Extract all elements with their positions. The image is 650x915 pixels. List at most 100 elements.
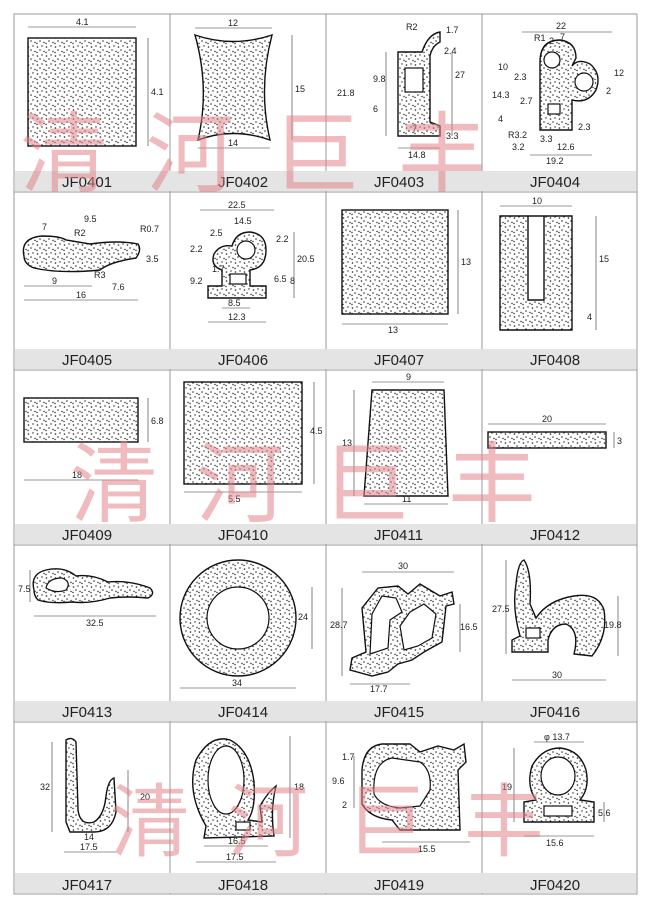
profile-jf0407: 13 13 JF0407 [341,209,471,369]
dim-label: 16.5 [460,622,478,632]
dim-label: 12.3 [228,312,246,322]
dim-label: 14.3 [492,90,510,100]
dim-label: 9 [406,372,411,382]
dim-label: 16 [76,290,86,300]
dim-label: 32.5 [86,618,104,628]
dim-label: 18 [72,470,82,480]
dim-label: 22 [556,21,566,31]
dim-label: 17.5 [80,842,98,852]
dim-label: 1.7 [212,264,225,274]
dim-label: 20 [542,414,552,424]
profile-jf0413: 7.5 32.5 JF0413 [18,568,156,721]
dim-label: 13 [342,438,352,448]
dim-label: 10 [532,196,542,206]
dim-label: 3 [617,436,622,446]
dim-label: 4.1 [151,87,164,97]
dim-label: 19.2 [546,156,564,166]
dim-label: 12 [228,18,238,28]
watermark-text: 清河巨丰 [20,103,524,206]
dim-label: 11 [402,494,411,504]
dim-label: 9.5 [84,214,97,224]
profile-jf0410: 4.5 5.5 JF0410 [183,381,323,544]
part-code: JF0408 [530,352,580,369]
dim-label: 27.5 [492,604,510,614]
dim-label: 24 [298,612,308,622]
part-code: JF0407 [374,352,424,369]
dim-label: 17.7 [370,684,388,694]
dim-label: 22.5 [228,200,246,210]
dim-label: 3.2 [512,142,525,152]
dim-label: φ 13.7 [544,732,570,742]
dim-label: 3.5 [146,254,159,264]
profile-jf0411: 9 13 11 JF0411 [342,372,449,544]
part-code: JF0411 [374,527,423,544]
dim-label: 6.8 [151,416,164,426]
dim-label: 7.5 [18,584,31,594]
dim-label: 10 [498,62,508,72]
profile-jf0406: 22.5 14.5 2.5 2.2 2.2 1.7 9.2 20.5 6.5 8… [190,200,315,369]
dim-label: 3.3 [446,131,459,141]
part-code: JF0418 [218,877,268,894]
part-code: JF0406 [218,352,268,369]
part-code: JF0403 [374,174,424,191]
dim-label: 2.2 [276,234,289,244]
dim-label: 18 [294,782,304,792]
dim-label: R1 [534,33,546,43]
dim-label: 12 [614,68,624,78]
dim-label: 2.3 [578,122,591,132]
dim-label: 19.8 [604,620,622,630]
dim-label: 19 [502,782,512,792]
dim-label: 7.6 [112,282,125,292]
dim-label: 15 [599,254,609,264]
dim-label: 30 [552,670,562,680]
dim-label: 14.8 [408,150,426,160]
part-code: JF0420 [530,877,580,894]
dim-label: 17.5 [226,852,244,862]
dim-label: 15 [295,84,305,94]
dim-label: 14.5 [234,216,252,226]
dim-label: 4 [587,312,592,322]
dim-label: 16.5 [228,836,246,846]
grid [13,13,638,895]
profile-jf0405: 7 9.5 R2 R0.7 3.5 R3 7.6 9 16 JF0405 [22,214,159,369]
dim-label: 6 [373,104,378,114]
dim-label: 4.5 [310,426,323,436]
dim-label: 5.5 [228,494,241,504]
part-code: JF0414 [218,704,268,721]
dim-label: 13 [388,325,398,335]
dim-label: 14 [228,138,238,148]
part-code: JF0410 [218,527,268,544]
dim-label: 4 [498,114,503,124]
part-code: JF0419 [374,877,424,894]
part-code: JF0412 [530,527,580,544]
dim-label: 2 [549,36,554,46]
profile-jf0418: 18 16.5 17.5 JF0418 [191,736,304,894]
part-code: JF0415 [374,704,424,721]
dim-label: R2 [406,22,418,32]
dim-label: 28.7 [330,620,348,630]
dim-label: 2.3 [514,72,527,82]
dim-label: 20.5 [297,254,315,264]
dim-label: 9 [52,276,57,286]
dim-label: 7 [560,32,565,42]
dim-label: R3 [94,270,106,280]
dim-label: 8 [290,276,295,286]
watermark-text: 清河巨丰 [70,433,574,536]
part-code: JF0416 [530,704,580,721]
profile-jf0412: 20 3 JF0412 [487,414,622,544]
part-code: JF0413 [62,704,112,721]
dim-label: 2.4 [444,46,457,56]
dim-label: 32 [40,782,50,792]
dim-label: 4.1 [76,17,89,27]
dim-label: 2.2 [190,244,203,254]
dim-label: 20 [140,792,150,802]
dim-label: 6.5 [274,274,287,284]
dim-label: 7 [412,124,417,134]
dim-label: 9.6 [332,776,345,786]
dim-label: 9.2 [190,276,203,286]
dim-label: 1.7 [446,25,459,35]
dim-label: R2 [74,228,86,238]
dim-label: 34 [232,678,242,688]
dim-label: 12.6 [557,142,575,152]
